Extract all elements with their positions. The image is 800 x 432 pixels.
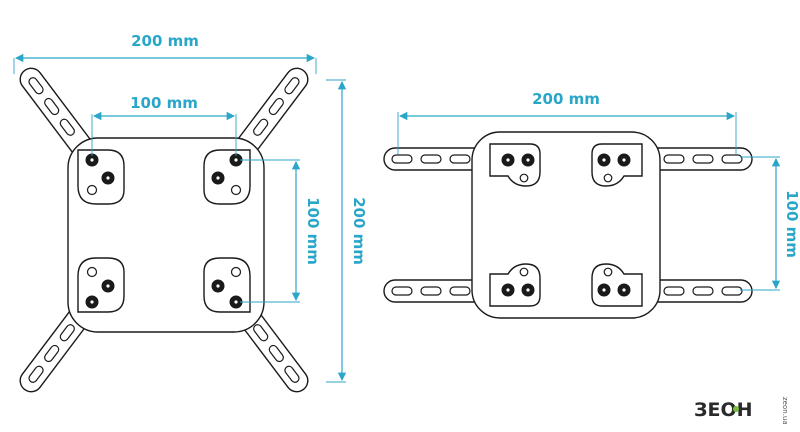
dim-label-h-right: 100 mm [783,190,800,258]
logo-main-text: ЗЕОН [694,399,753,421]
dimension-top-outer: 200 mm [13,32,317,74]
h-corner-bracket-br [591,263,643,307]
h-bracket-diagram: 200 mm 100 mm [383,90,800,319]
brand-logo: ЗЕОН zeon.ua [694,397,789,425]
corner-bracket-tr [203,149,251,205]
h-corner-bracket-tr [591,143,643,187]
h-corner-bracket-bl [489,263,541,307]
corner-bracket-br [203,257,251,313]
dimension-h-right: 100 mm [740,156,800,291]
dimension-top-inner: 100 mm [91,94,237,156]
logo-power-icon [733,406,739,412]
dim-label-top-inner: 100 mm [130,94,198,112]
logo-side-text: zeon.ua [781,397,789,425]
h-corner-bracket-tl [489,143,541,187]
x-bracket-diagram: 200 mm 100 mm 100 mm 200 mm [13,32,368,393]
dim-label-top-outer: 200 mm [131,32,199,50]
dimension-right-inner: 100 mm [240,159,322,303]
dim-label-right-outer: 200 mm [350,197,368,265]
dim-label-h-top: 200 mm [532,90,600,108]
dim-label-right-inner: 100 mm [304,197,322,265]
dimension-right-outer: 200 mm [326,79,368,383]
corner-bracket-tl [77,149,125,205]
dimension-h-top: 200 mm [397,90,737,154]
corner-bracket-bl [77,257,125,313]
